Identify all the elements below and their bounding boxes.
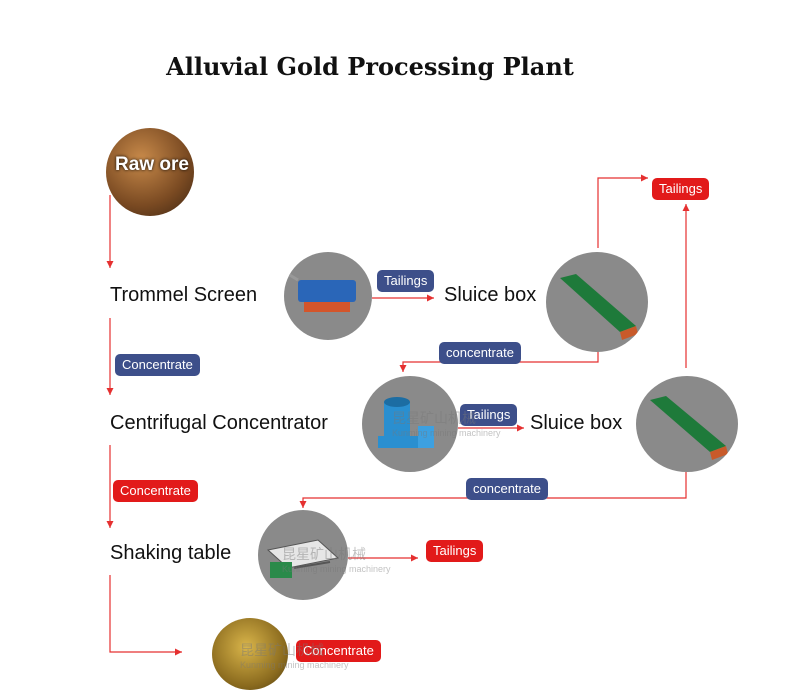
watermark-en: Kunming mining machinery — [240, 660, 349, 670]
node-sluice-box-1: Sluice box — [444, 284, 537, 306]
watermark: 昆星矿山机械 Kunming mining machinery — [282, 544, 391, 574]
node-sluice-box-2: Sluice box — [530, 412, 623, 434]
node-trommel-screen: Trommel Screen — [110, 284, 258, 306]
tag-tailings-top: Tailings — [652, 178, 710, 200]
tag-concentrate-left-red: Concentrate — [113, 480, 198, 502]
arrow-shaking-to-final — [109, 575, 182, 656]
watermark-en: Kunming mining machinery — [282, 564, 391, 574]
tag-concentrate-sluice1: concentrate — [439, 342, 521, 364]
tag-concentrate-final: Concentrate — [296, 640, 381, 662]
node-shaking-table: Shaking table — [110, 542, 232, 564]
trommel-screen-image — [284, 252, 372, 340]
trommel-icon — [287, 272, 356, 312]
sluice-box-1-image — [546, 252, 648, 352]
watermark-en: Kunming mining machinery — [392, 428, 501, 438]
shaking-table-image — [258, 510, 348, 600]
raw-ore-image: Raw ore — [106, 128, 194, 216]
sluice-icon — [560, 274, 638, 340]
page-title: Alluvial Gold Processing Plant — [166, 52, 574, 81]
arrow-sluice1-tailings — [597, 174, 648, 248]
sluice-icon — [650, 396, 728, 460]
gold-concentrate-image — [212, 618, 288, 690]
node-centrifugal-concentrator: Centrifugal Concentrator — [110, 412, 328, 434]
tag-tailings-centrifugal: Tailings — [460, 404, 518, 426]
centrifugal-icon — [378, 397, 434, 448]
watermark: 昆星矿山机械 Kunming mining machinery — [392, 408, 501, 438]
sluice-box-2-image — [636, 376, 738, 472]
centrifugal-image — [362, 376, 458, 472]
watermark: 昆星矿山机械 Kunming mining machinery — [240, 640, 349, 670]
tag-tailings-shaking: Tailings — [426, 540, 484, 562]
tag-concentrate-left: Concentrate — [115, 354, 200, 376]
watermark-cn: 昆星矿山机械 — [240, 642, 324, 658]
watermark-cn: 昆星矿山机械 — [282, 546, 366, 562]
shaking-table-icon — [266, 539, 340, 578]
raw-ore-label: Raw ore — [115, 154, 189, 175]
tag-concentrate-sluice2: concentrate — [466, 478, 548, 500]
tag-tailings-trommel: Tailings — [377, 270, 435, 292]
watermark-cn: 昆星矿山机械 — [392, 410, 476, 426]
